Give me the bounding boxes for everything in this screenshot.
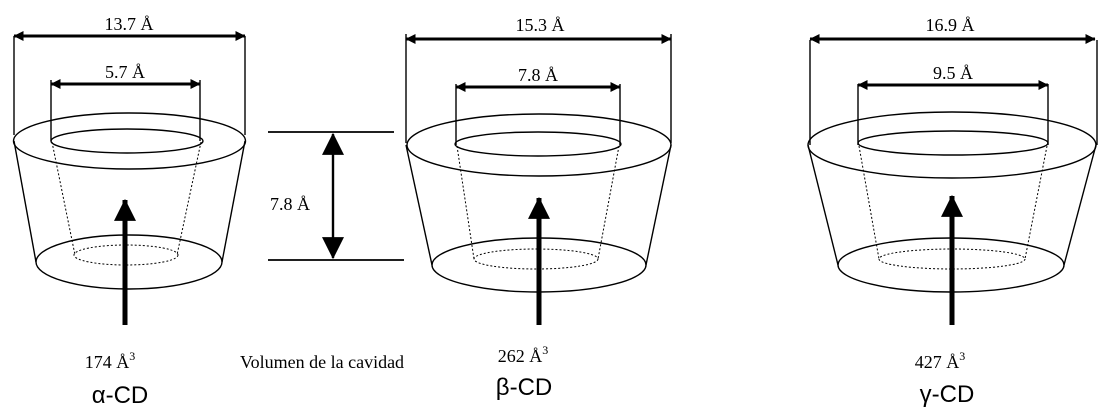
alpha-cd-group: 13.7 Å 5.7 Å 174 Å3 α-CD xyxy=(12,14,247,409)
gamma-volume-label: 427 Å3 xyxy=(915,349,966,372)
alpha-inner-diameter-label: 5.7 Å xyxy=(105,62,145,82)
beta-inner-diameter-label: 7.8 Å xyxy=(518,65,558,85)
alpha-volume-label: 174 Å3 xyxy=(85,349,136,372)
beta-cd-name: β-CD xyxy=(496,374,552,401)
beta-cd-cone xyxy=(405,34,672,293)
gamma-inner-diameter-label: 9.5 Å xyxy=(933,63,973,83)
beta-volume-label: 262 Å3 xyxy=(498,343,549,366)
beta-outer-diameter-label: 15.3 Å xyxy=(516,15,565,35)
height-label: 7.8 Å xyxy=(270,194,310,214)
alpha-cd-name: α-CD xyxy=(92,382,149,409)
volume-caption: Volumen de la cavidad xyxy=(240,352,404,372)
beta-cd-group: 15.3 Å 7.8 Å Volumen de la cavidad 262 Å… xyxy=(240,15,672,401)
gamma-outer-diameter-label: 16.9 Å xyxy=(926,15,975,35)
gamma-cd-cone xyxy=(807,40,1098,293)
height-indicator: 7.8 Å xyxy=(268,131,404,261)
gamma-cd-name: γ-CD xyxy=(920,381,975,408)
alpha-outer-diameter-label: 13.7 Å xyxy=(105,14,154,34)
gamma-cd-group: 16.9 Å 9.5 Å 427 Å3 γ-CD xyxy=(807,15,1098,408)
alpha-cd-cone xyxy=(12,36,247,290)
